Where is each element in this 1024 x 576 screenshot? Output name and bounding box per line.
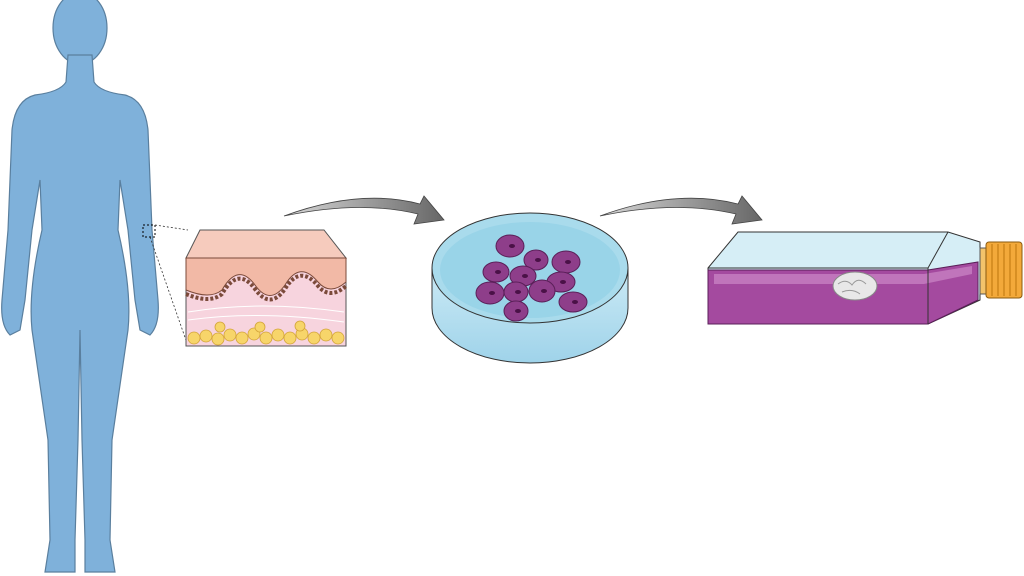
brain-icon xyxy=(832,271,878,301)
skin-cross-section-icon xyxy=(185,229,348,347)
arrow-icon xyxy=(599,195,763,225)
arrow-icon xyxy=(283,195,445,225)
petri-dish-icon xyxy=(431,212,629,364)
culture-flask-brain-icon xyxy=(707,231,1023,325)
zoom-guide-lines xyxy=(149,224,189,347)
human-silhouette-icon xyxy=(1,0,159,573)
biopsy-site-marker xyxy=(142,224,156,238)
